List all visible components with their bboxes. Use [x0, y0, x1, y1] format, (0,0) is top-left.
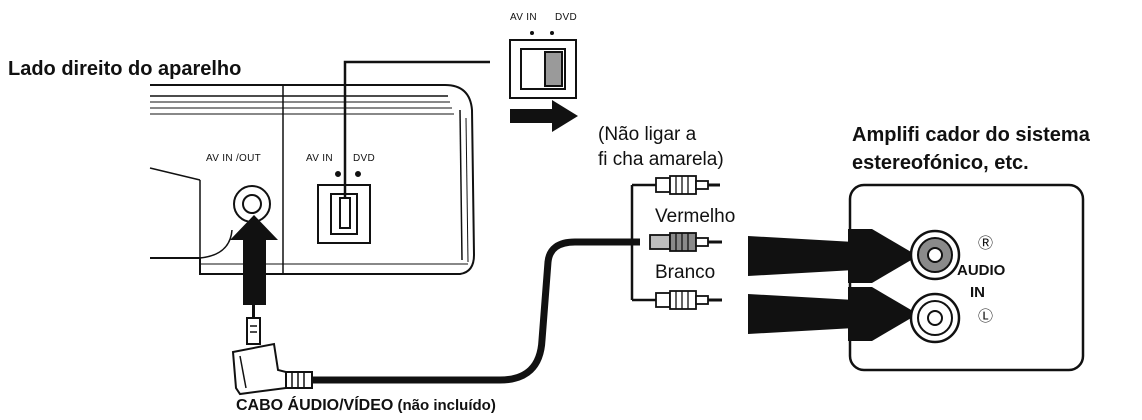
rca-plug-white-icon: [655, 290, 722, 310]
av-in-out-jack: [233, 185, 271, 223]
cable-label: CABO ÁUDIO/VÍDEO (não incluído): [236, 397, 496, 415]
left-channel-mark: Ⓛ: [978, 308, 994, 325]
amp-jack-right: [909, 229, 961, 281]
av-cable: [312, 238, 640, 384]
cable-label-note: (não incluído): [393, 397, 496, 414]
device-body: [149, 84, 476, 275]
amplifier-label-line2: estereofónico, etc.: [852, 152, 1029, 174]
note-line1: (Não ligar a: [598, 124, 697, 145]
switch-dvd-label: DVD: [555, 12, 578, 23]
cable-label-main: CABO ÁUDIO/VÍDEO: [236, 397, 394, 414]
arrow-tip-right-icon: [848, 229, 918, 283]
cable-branches: [630, 183, 658, 302]
device-dvd-label: DVD: [353, 153, 376, 164]
insert-up-arrow-icon: [230, 215, 278, 305]
amplifier-label-line1: Amplifi cador do sistema: [852, 124, 1090, 146]
audio-label: AUDIO: [957, 262, 1006, 279]
red-plug-label: Vermelho: [655, 206, 736, 227]
arrow-tip-left-icon: [848, 287, 918, 341]
right-channel-mark: Ⓡ: [978, 235, 994, 252]
rca-plug-red-icon: [649, 232, 722, 252]
device-av-in-label: AV IN: [306, 153, 333, 164]
leader-line: [343, 60, 490, 198]
enlarged-switch-icon: [509, 31, 577, 99]
note-line2: fi cha amarela): [598, 149, 724, 170]
device-side-label: Lado direito do aparelho: [8, 58, 242, 80]
slide-direction-arrow-icon: [510, 100, 578, 132]
mini-plug-icon: [231, 305, 313, 396]
av-in-out-label: AV IN /OUT: [206, 153, 262, 164]
amp-jack-left: [909, 292, 961, 344]
rca-plug-yellow-icon: [655, 175, 720, 195]
switch-av-in-label: AV IN: [510, 12, 537, 23]
in-label: IN: [970, 284, 985, 301]
white-plug-label: Branco: [655, 262, 716, 283]
